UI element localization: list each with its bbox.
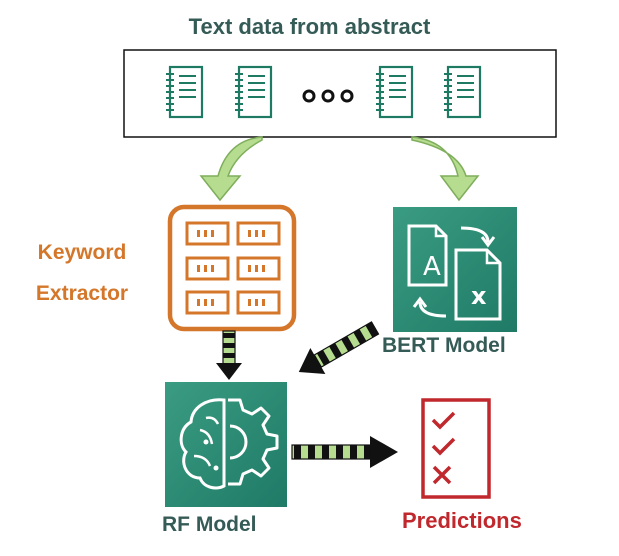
ellipsis-icon <box>302 89 354 103</box>
bert-model-label: BERT Model <box>382 334 506 357</box>
dashed-arrow-down <box>216 330 242 380</box>
translate-icon: A x <box>393 207 517 332</box>
brain-gear-icon <box>165 382 287 507</box>
green-curved-arrow-right <box>411 136 480 202</box>
document-icon <box>374 65 414 119</box>
checklist-icon <box>421 398 491 499</box>
green-curved-arrow-left <box>199 136 263 202</box>
rf-model-label: RF Model <box>162 513 257 536</box>
keyword-extractor-label: Keyword Extractor <box>22 232 142 314</box>
letter-x-glyph: x <box>471 282 487 310</box>
abstract-title: Text data from abstract <box>188 14 431 39</box>
document-icon <box>164 65 204 119</box>
dashed-arrow-right <box>291 436 398 468</box>
document-icon <box>233 65 273 119</box>
predictions-label: Predictions <box>402 508 522 533</box>
grid-icon <box>167 204 297 332</box>
document-icon <box>442 65 482 119</box>
dashed-arrow-diagonal <box>298 321 380 374</box>
keyword-extractor-label-line2: Extractor <box>35 282 129 305</box>
keyword-extractor-label-line1: Keyword <box>37 241 127 264</box>
letter-a-glyph: A <box>423 252 441 282</box>
